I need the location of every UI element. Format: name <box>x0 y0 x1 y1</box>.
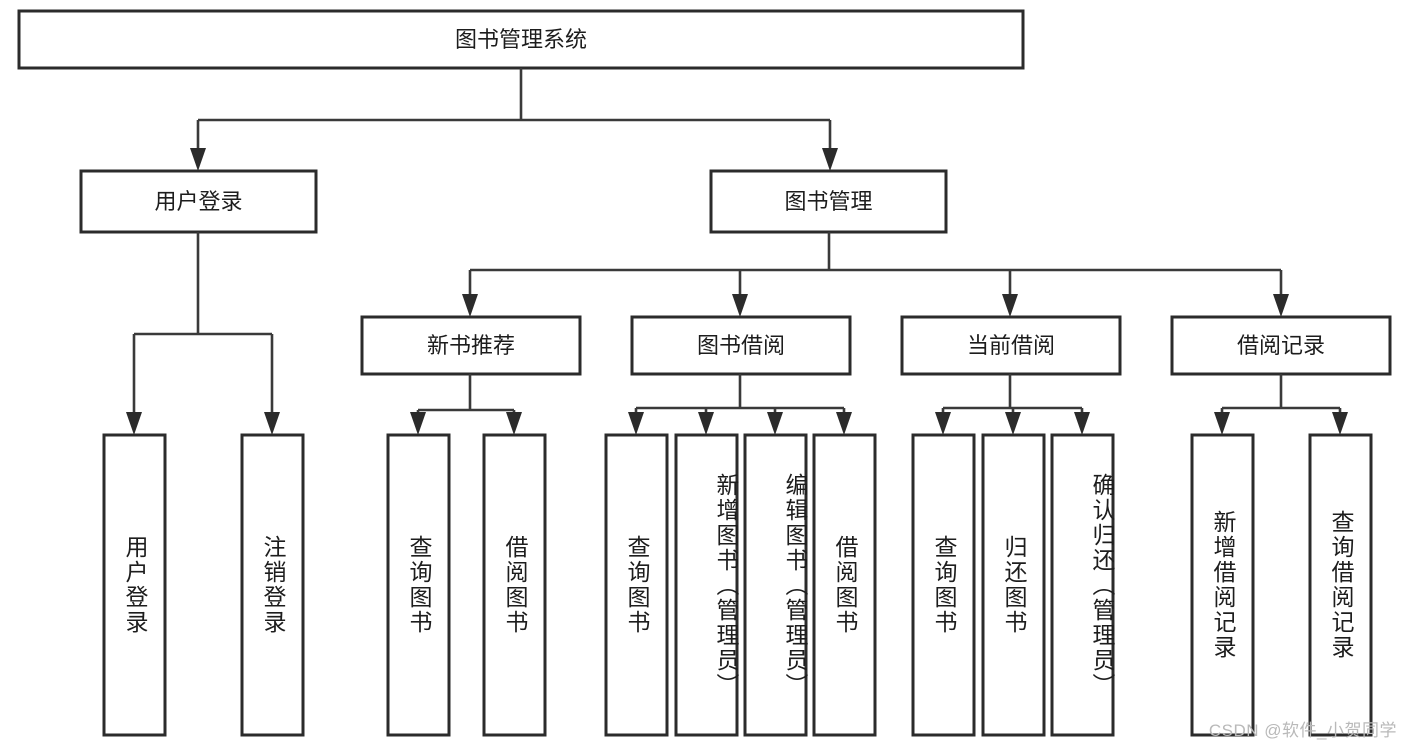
connector-currentborrow-to-leaves <box>935 374 1090 435</box>
node-box-leaf-add-record[interactable] <box>1190 433 1255 737</box>
connector-newbook-to-leaves <box>410 374 522 435</box>
arrow-head-leaf-edit-book <box>767 412 783 435</box>
arrow-head-leaf-query-book-3 <box>935 412 951 435</box>
node-box-leaf-user-login[interactable] <box>102 433 167 737</box>
arrow-head-leaf-confirm-return <box>1074 412 1090 435</box>
node-box-leaf-borrow-book-1[interactable] <box>482 433 547 737</box>
arrow-head-user-login <box>190 148 206 171</box>
arrow-head-book-manage <box>822 148 838 171</box>
arrow-head-leaf-add-record <box>1214 412 1230 435</box>
node-box-user-login[interactable] <box>79 169 318 234</box>
node-box-root[interactable] <box>17 9 1025 70</box>
arrow-head-current-borrow <box>1002 294 1018 317</box>
arrow-head-leaf-query-record <box>1332 412 1348 435</box>
arrow-head-leaf-borrow-book-2 <box>836 412 852 435</box>
arrow-head-leaf-logout-login <box>264 412 280 435</box>
connector-root-to-level1 <box>190 68 838 171</box>
node-box-leaf-query-record[interactable] <box>1308 433 1373 737</box>
arrow-head-borrow-record <box>1273 294 1289 317</box>
connector-bookborrow-to-leaves <box>628 374 852 435</box>
connector-borrowrecord-to-leaves <box>1214 374 1348 435</box>
node-box-leaf-logout-login[interactable] <box>240 433 305 737</box>
arrow-head-leaf-query-book-2 <box>628 412 644 435</box>
node-box-leaf-query-book-1[interactable] <box>386 433 451 737</box>
node-box-leaf-return-book[interactable] <box>981 433 1046 737</box>
node-box-leaf-edit-book[interactable] <box>743 433 808 737</box>
connector-bookmanage-to-level2 <box>462 232 1289 317</box>
arrow-head-leaf-add-book <box>698 412 714 435</box>
node-box-book-manage[interactable] <box>709 169 948 234</box>
arrow-head-leaf-query-book-1 <box>410 412 426 435</box>
node-box-leaf-query-book-3[interactable] <box>911 433 976 737</box>
node-box-borrow-record[interactable] <box>1170 315 1392 376</box>
arrow-head-new-book-recommend <box>462 294 478 317</box>
connector-userlogin-to-leaves <box>126 232 280 435</box>
node-box-leaf-borrow-book-2[interactable] <box>812 433 877 737</box>
node-box-book-borrow[interactable] <box>630 315 852 376</box>
arrow-head-leaf-return-book <box>1005 412 1021 435</box>
arrow-head-book-borrow <box>732 294 748 317</box>
node-box-leaf-confirm-return[interactable] <box>1050 433 1115 737</box>
arrow-head-leaf-borrow-book-1 <box>506 412 522 435</box>
node-box-new-book-recommend[interactable] <box>360 315 582 376</box>
node-box-leaf-add-book[interactable] <box>674 433 739 737</box>
arrow-head-leaf-user-login <box>126 412 142 435</box>
node-box-leaf-query-book-2[interactable] <box>604 433 669 737</box>
node-box-current-borrow[interactable] <box>900 315 1122 376</box>
